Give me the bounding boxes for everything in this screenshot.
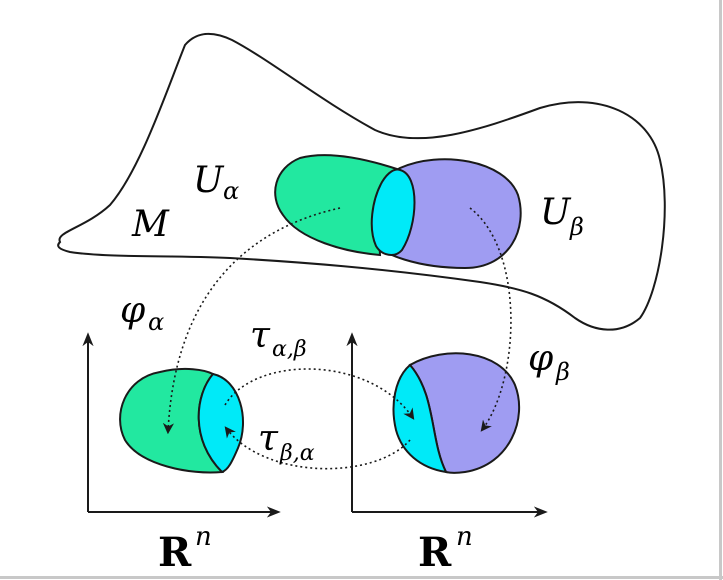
tau-beta-alpha-subscript: β,α (279, 441, 315, 466)
tau-alpha-beta-subscript: α,β (272, 337, 307, 362)
phi-alpha-label: φ (120, 290, 146, 331)
manifold-label: M (131, 204, 170, 245)
phi-beta-label: φ (528, 338, 554, 379)
u-overlap-region (370, 168, 416, 256)
phi-beta-subscript: β (555, 358, 570, 386)
phi-alpha-image-green (119, 367, 225, 474)
tau-beta-alpha-label: τ (258, 418, 279, 459)
u-alpha-subscript: α (223, 177, 239, 205)
u-beta-subscript: β (569, 213, 584, 241)
tau-beta-alpha-arrow (224, 426, 411, 470)
u-alpha-label: U (193, 160, 225, 201)
rn-right-label: R (418, 529, 452, 576)
u-beta-label: U (540, 192, 572, 233)
phi-beta-image-overlap (392, 363, 448, 474)
manifold-outline (57, 32, 666, 331)
rn-left-label: R (158, 529, 192, 576)
u-alpha-region (274, 154, 402, 257)
tau-alpha-beta-arrow (224, 368, 415, 420)
phi-alpha-image-overlap (197, 372, 244, 474)
rn-right-superscript: n (456, 522, 473, 552)
phi-alpha-arrow (162, 207, 341, 435)
phi-alpha-subscript: α (148, 308, 164, 336)
tau-alpha-beta-label: τ (250, 315, 271, 356)
rn-left-superscript: n (195, 522, 212, 552)
